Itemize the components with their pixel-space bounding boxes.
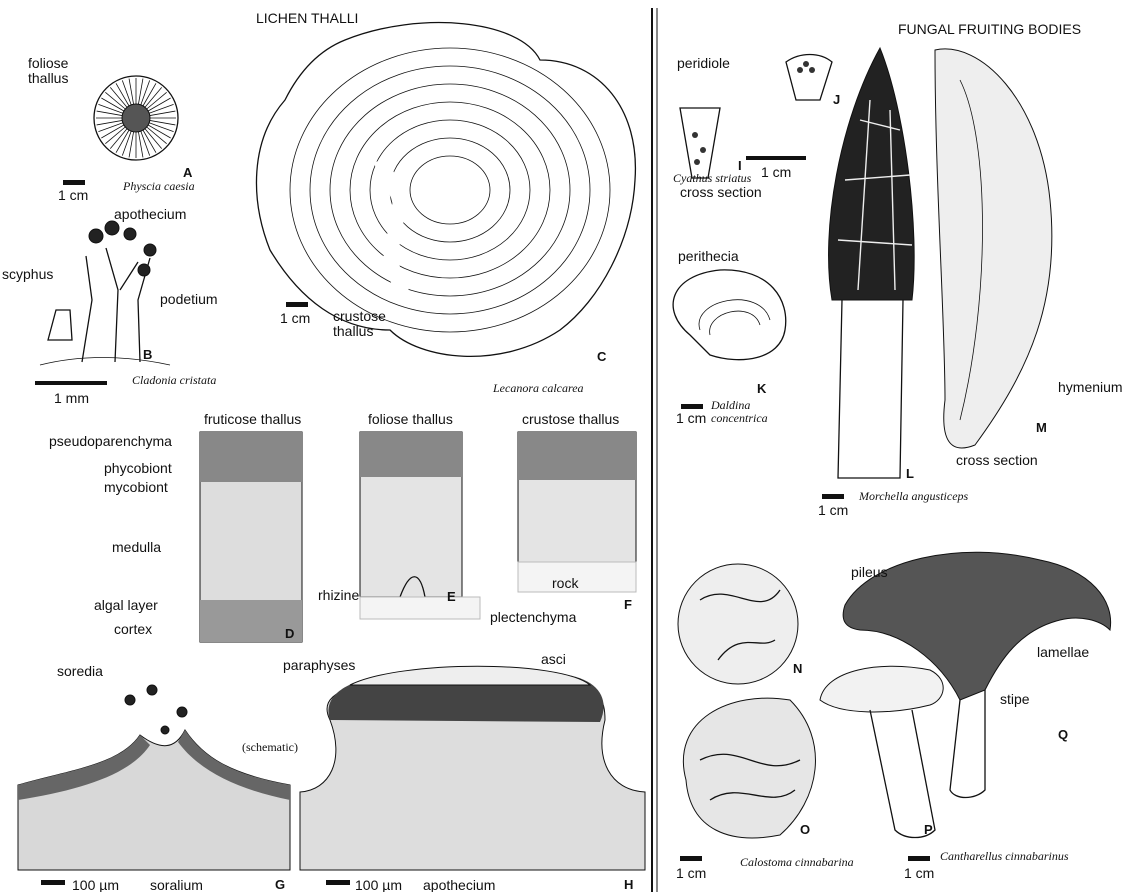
label-paraphyses: paraphyses — [283, 658, 355, 672]
species-morchella: Morchella angusticeps — [859, 490, 968, 502]
label-schematic: (schematic) — [242, 741, 298, 753]
label-pseudoparenchyma: pseudoparenchyma — [49, 434, 172, 448]
physcia-thallus-drawing — [94, 76, 178, 160]
panel-letter-p: P — [924, 823, 933, 836]
panel-letter-f: F — [624, 598, 632, 611]
panel-letter-k: K — [757, 382, 766, 395]
label-apothecium-top: apothecium — [114, 207, 186, 221]
section-heading-lichen: LICHEN THALLI — [256, 11, 358, 25]
species-lecanora: Lecanora calcarea — [493, 382, 584, 394]
scale-label-l: 1 cm — [818, 503, 848, 517]
label-medulla: medulla — [112, 540, 161, 554]
species-daldina: Daldina concentrica — [711, 399, 768, 425]
label-soredia: soredia — [57, 664, 103, 678]
lecanora-thallus-drawing — [256, 23, 635, 357]
panel-letter-j: J — [833, 93, 840, 106]
label-cortex: cortex — [114, 622, 152, 636]
panel-letter-m: M — [1036, 421, 1047, 434]
label-soralium: soralium — [150, 878, 203, 892]
scale-label-k: 1 cm — [676, 411, 706, 425]
scale-label-b: 1 mm — [54, 391, 89, 405]
species-physcia: Physcia caesia — [123, 180, 195, 192]
scale-label-h: 100 µm — [355, 878, 402, 892]
panel-letter-a: A — [183, 166, 192, 179]
label-foliose-thallus-a: foliose thallus — [28, 56, 68, 87]
scale-label-c: 1 cm — [280, 311, 310, 325]
label-mycobiont: mycobiont — [104, 480, 168, 494]
label-apothecium-bottom: apothecium — [423, 878, 495, 892]
scale-label-o: 1 cm — [676, 866, 706, 880]
panel-letter-o: O — [800, 823, 810, 836]
panel-letter-e: E — [447, 590, 456, 603]
panel-letter-l: L — [906, 467, 914, 480]
daldinia-drawing — [673, 270, 786, 360]
label-asci: asci — [541, 652, 566, 666]
cantharellus-drawing — [820, 552, 1111, 837]
panel-letter-h: H — [624, 878, 633, 891]
species-calostoma: Calostoma cinnabarina — [740, 856, 854, 868]
panel-letter-i: I — [738, 159, 742, 172]
panel-letter-c: C — [597, 350, 606, 363]
morchella-drawing — [829, 48, 1052, 478]
soralium-drawing — [18, 685, 290, 870]
calostoma-drawing — [678, 564, 815, 838]
label-rhizine: rhizine — [318, 588, 359, 602]
label-cross-section-i: cross section — [680, 185, 762, 199]
species-cantharellus: Cantharellus cinnabarinus — [940, 850, 1069, 862]
label-hymenium: hymenium — [1058, 380, 1123, 394]
apothecium-drawing — [300, 666, 645, 870]
scale-label-a: 1 cm — [58, 188, 88, 202]
label-pileus: pileus — [851, 565, 888, 579]
panel-letter-n: N — [793, 662, 802, 675]
scale-label-g: 100 µm — [72, 878, 119, 892]
label-peridiole: peridiole — [677, 56, 730, 70]
label-podetium: podetium — [160, 292, 218, 306]
scale-label-p: 1 cm — [904, 866, 934, 880]
label-crustose-thallus-c: crustose thallus — [333, 309, 386, 340]
label-algal-layer: algal layer — [94, 598, 158, 612]
cladonia-drawing — [40, 221, 170, 365]
section-heading-fungal: FUNGAL FRUITING BODIES — [898, 22, 1081, 36]
label-plectenchyma: plectenchyma — [490, 610, 576, 624]
scale-label-i: 1 cm — [761, 165, 791, 179]
label-stipe: stipe — [1000, 692, 1030, 706]
panel-letter-q: Q — [1058, 728, 1068, 741]
panel-letter-b: B — [143, 348, 152, 361]
label-lamellae: lamellae — [1037, 645, 1089, 659]
label-fruticose-thallus: fruticose thallus — [204, 412, 301, 426]
label-crustose-thallus: crustose thallus — [522, 412, 619, 426]
label-scyphus: scyphus — [2, 267, 53, 281]
panel-letter-g: G — [275, 878, 285, 891]
species-cladonia: Cladonia cristata — [132, 374, 216, 386]
label-foliose-thallus: foliose thallus — [368, 412, 453, 426]
label-cross-section-m: cross section — [956, 453, 1038, 467]
label-phycobiont: phycobiont — [104, 461, 172, 475]
label-rock: rock — [552, 576, 578, 590]
label-perithecia: perithecia — [678, 249, 739, 263]
panel-letter-d: D — [285, 627, 294, 640]
species-cyathus: Cyathus striatus — [673, 172, 751, 184]
